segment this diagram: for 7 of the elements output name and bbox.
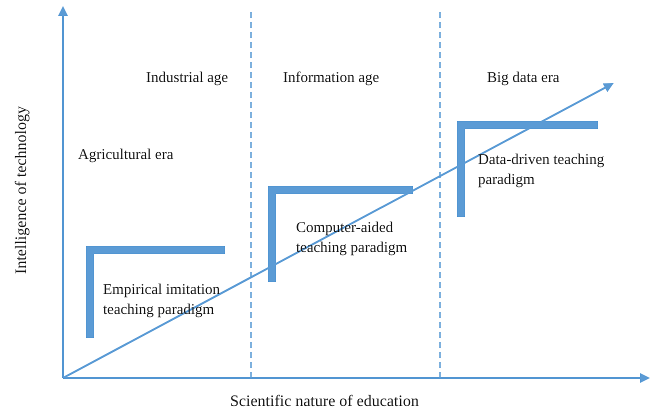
era-label: Big data era (487, 69, 560, 88)
axis-title: Intelligence of technology (12, 105, 31, 276)
era-label: Agricultural era (78, 146, 174, 165)
paradigm-label: Data-driven teaching paradigm (478, 151, 606, 190)
era-label: Information age (283, 69, 380, 88)
era-label: Industrial age (146, 69, 230, 88)
axis-title: Scientific nature of education (230, 392, 420, 412)
